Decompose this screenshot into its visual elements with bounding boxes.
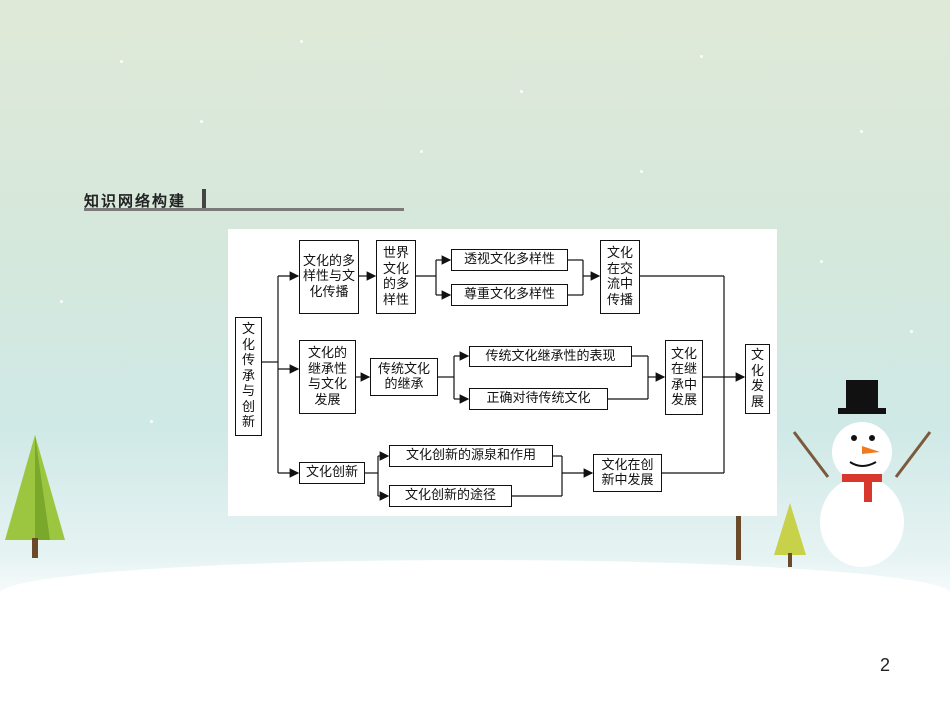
node-culture-spread-in-exchange: 文化在交流中传播 [600, 240, 640, 314]
node-traditional-culture-expression: 传统文化继承性的表现 [469, 346, 632, 367]
tree-illustration-small [774, 503, 806, 567]
node-treat-traditional-culture: 正确对待传统文化 [469, 388, 608, 410]
node-innovation-source-role: 文化创新的源泉和作用 [389, 445, 553, 467]
node-respect-diversity: 尊重文化多样性 [451, 284, 568, 306]
node-innovation-path: 文化创新的途径 [389, 485, 512, 507]
snow-ground [0, 560, 950, 713]
knowledge-network-diagram: 文化传承与创新 文化的多样性与文化传播 世界文化的多样性 透视文化多样性 尊重文… [228, 229, 777, 516]
snowflake [700, 55, 703, 58]
node-culture-develop-in-inheritance: 文化在继承中发展 [665, 340, 703, 415]
node-cultural-diversity-spread: 文化的多样性与文化传播 [299, 240, 359, 314]
title-underline [84, 208, 404, 211]
node-see-through-diversity: 透视文化多样性 [451, 249, 568, 271]
snowflake [910, 330, 913, 333]
snowflake [520, 90, 523, 93]
snowflake [420, 150, 423, 153]
snowflake [820, 260, 823, 263]
node-culture-innovation: 文化创新 [299, 462, 365, 484]
section-title: 知识网络构建 [84, 192, 187, 210]
snowflake [640, 170, 643, 173]
tree-illustration-mid [736, 515, 741, 560]
snowflake [150, 420, 153, 423]
node-culture-inheritance-development: 文化的继承性与文化发展 [299, 340, 356, 414]
diagram-connectors [262, 255, 746, 501]
snowflake [200, 120, 203, 123]
snowflake [860, 130, 863, 133]
snowflake [300, 40, 303, 43]
node-culture-inheritance-innovation: 文化传承与创新 [235, 317, 262, 436]
tree-illustration-left [5, 435, 65, 558]
page-number: 2 [880, 655, 891, 675]
snowflake [120, 60, 123, 63]
node-culture-development: 文化发展 [745, 344, 770, 414]
snowman-illustration [792, 380, 932, 567]
snowflake [60, 300, 63, 303]
node-traditional-culture-inheritance: 传统文化的继承 [370, 358, 438, 396]
node-culture-develop-in-innovation: 文化在创新中发展 [593, 454, 662, 492]
title-accent-bar [202, 189, 206, 209]
node-world-cultural-diversity: 世界文化的多样性 [376, 240, 416, 314]
